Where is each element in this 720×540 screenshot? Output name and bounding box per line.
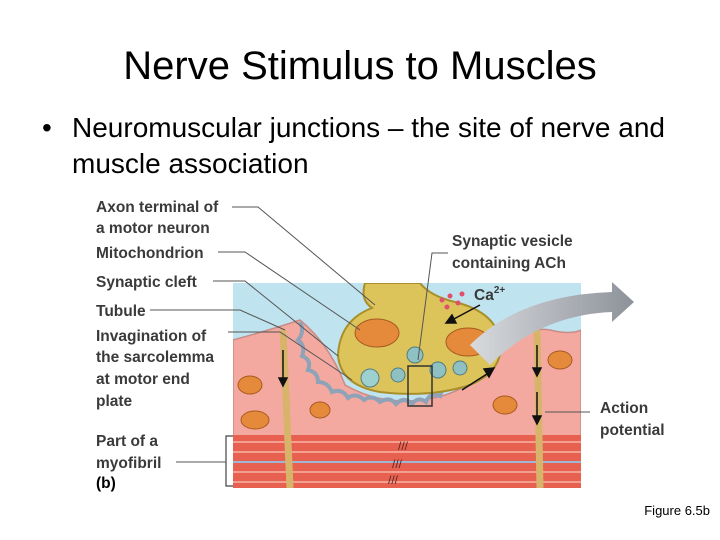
label-axon-terminal-2: a motor neuron bbox=[96, 220, 210, 237]
svg-text:///: /// bbox=[398, 439, 409, 453]
synaptic-vesicles bbox=[360, 346, 468, 388]
leader-lines bbox=[150, 206, 590, 463]
label-invagination-4: plate bbox=[96, 393, 133, 410]
label-vesicle-2: containing ACh bbox=[452, 255, 566, 272]
bullet-text: Neuromuscular junctions – the site of ne… bbox=[72, 112, 665, 179]
label-synaptic-cleft: Synaptic cleft bbox=[96, 274, 197, 291]
calcium-ions bbox=[439, 291, 465, 310]
bullet-marker: • bbox=[42, 112, 52, 143]
label-myofibril-1: Part of a bbox=[96, 433, 158, 450]
flow-arrows bbox=[277, 304, 543, 426]
label-tubule: Tubule bbox=[96, 303, 146, 320]
label-mitochondrion: Mitochondrion bbox=[96, 245, 204, 262]
action-potential-arrow bbox=[470, 282, 634, 365]
axon-mitochondrion-1 bbox=[354, 318, 400, 348]
label-invagination-1: Invagination of bbox=[96, 328, 207, 345]
tissue-illustration: /// /// /// bbox=[233, 283, 581, 488]
detail-box bbox=[407, 365, 433, 407]
right-labels: Synaptic vesicle containing ACh Ca2+ Act… bbox=[452, 233, 665, 439]
label-axon-terminal-1: Axon terminal of bbox=[96, 199, 219, 216]
slide-title: Nerve Stimulus to Muscles bbox=[123, 44, 597, 88]
label-action-1: Action bbox=[600, 400, 648, 417]
svg-text:///: /// bbox=[388, 473, 399, 487]
muscle-mitochondria bbox=[237, 350, 573, 430]
figure-caption: Figure 6.5b bbox=[644, 503, 710, 518]
tubule-left bbox=[279, 329, 294, 488]
label-vesicle-1: Synaptic vesicle bbox=[452, 233, 573, 250]
left-labels: Axon terminal of a motor neuron Mitochon… bbox=[96, 199, 219, 492]
label-myofibril-2: myofibril bbox=[96, 455, 161, 472]
svg-text:///: /// bbox=[392, 457, 403, 471]
panel-label: (b) bbox=[96, 475, 116, 492]
label-action-2: potential bbox=[600, 422, 665, 439]
label-invagination-3: at motor end bbox=[96, 371, 190, 388]
label-calcium: Ca2+ bbox=[474, 285, 505, 304]
myofibril-bracket bbox=[225, 435, 233, 487]
label-invagination-2: the sarcolemma bbox=[96, 349, 214, 366]
